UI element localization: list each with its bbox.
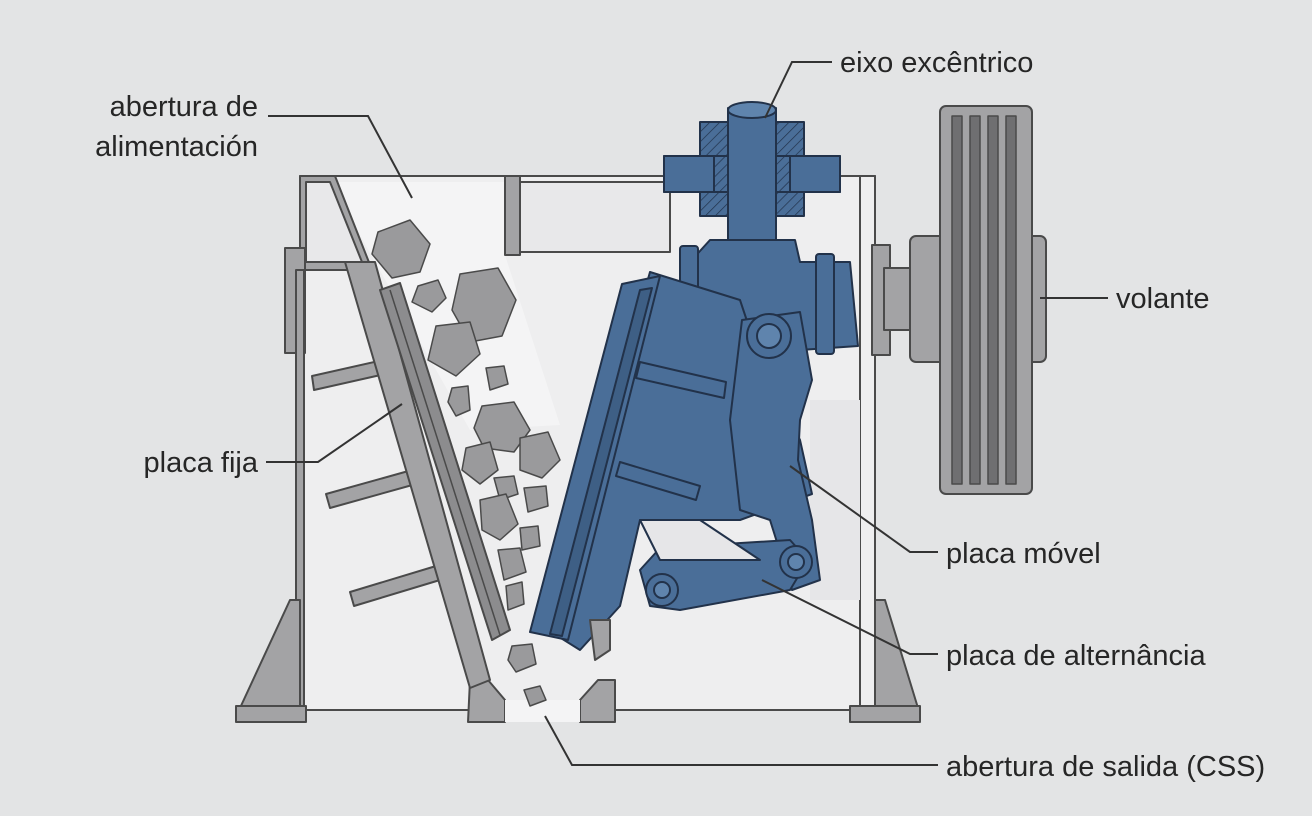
fixed-plate <box>344 261 511 689</box>
label-eccentric-shaft: eixo excêntrico <box>840 47 1033 79</box>
labels: abertura de alimentación eixo excêntrico… <box>95 47 1265 783</box>
eccentric-shaft <box>663 101 841 249</box>
label-discharge-opening: abertura de salida (CSS) <box>946 751 1265 783</box>
leader-toggle-plate <box>761 579 938 655</box>
label-feed-opening-line2: alimentación <box>95 131 258 163</box>
leader-discharge-opening <box>544 715 938 766</box>
leader-fixed-plate <box>266 403 403 463</box>
label-moving-plate: placa móvel <box>946 538 1101 570</box>
label-flywheel: volante <box>1116 283 1210 315</box>
leader-lines <box>266 61 1108 766</box>
leader-feed-opening <box>268 115 413 199</box>
moving-jaw-assembly <box>529 239 859 661</box>
rocks-in-chamber <box>371 219 561 707</box>
label-fixed-plate: placa fija <box>144 447 259 479</box>
flywheel <box>883 105 1047 495</box>
leader-moving-plate <box>789 465 938 553</box>
label-feed-opening-line1: abertura de <box>110 91 258 123</box>
label-toggle-plate: placa de alternância <box>946 640 1206 672</box>
leader-eccentric-shaft <box>764 61 832 119</box>
